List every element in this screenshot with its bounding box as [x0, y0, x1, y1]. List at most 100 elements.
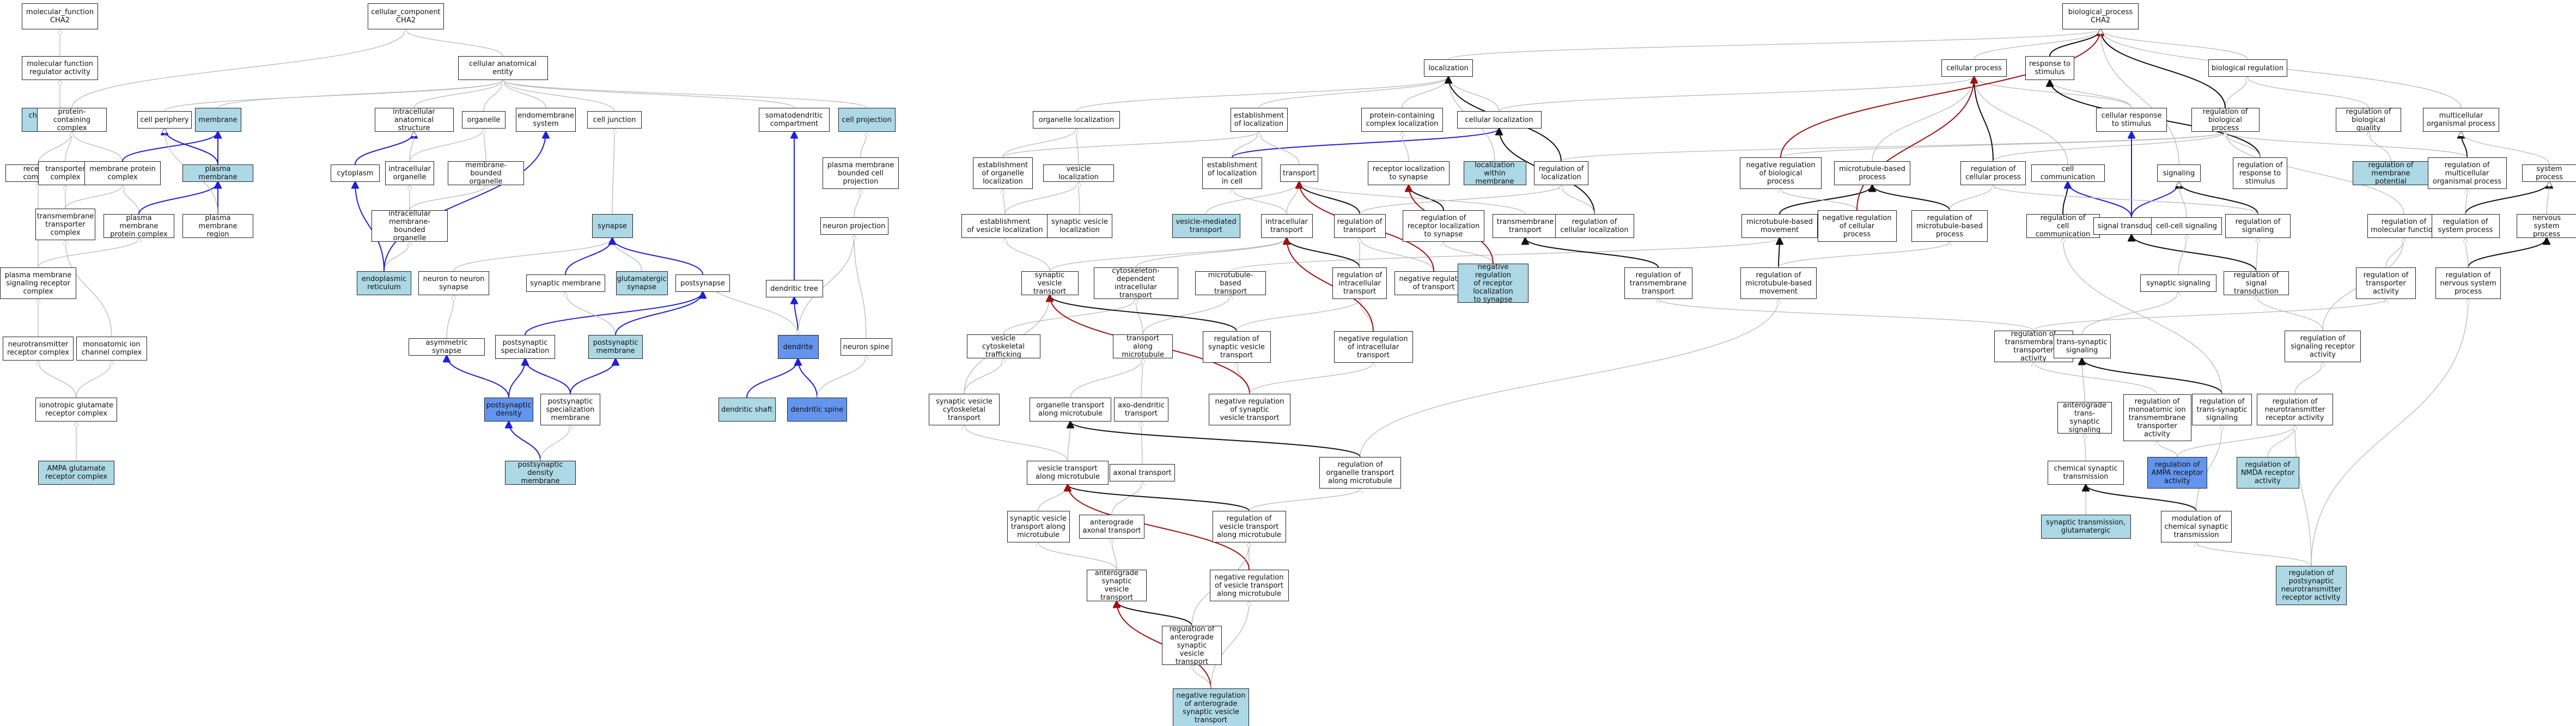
go-term-node[interactable]: cytoskeleton-dependent intracellular tra…: [1093, 267, 1178, 300]
go-term-node[interactable]: regulation of monoatomic ion transmembra…: [2123, 394, 2191, 441]
go-term-node[interactable]: regulation of postsynaptic neurotransmit…: [2276, 566, 2347, 605]
go-term-node[interactable]: anterograde axonal transport: [1079, 515, 1144, 539]
go-term-node[interactable]: endoplasmic reticulum: [357, 271, 411, 295]
go-term-node[interactable]: biological_process CHA2: [2062, 3, 2139, 29]
go-term-node[interactable]: organelle transport along microtubule: [1030, 398, 1111, 422]
go-term-node[interactable]: transport: [1280, 164, 1318, 182]
go-term-node[interactable]: synaptic vesicle transport: [1021, 271, 1079, 296]
go-term-node[interactable]: regulation of neurotransmitter receptor …: [2257, 394, 2333, 425]
go-term-node[interactable]: dendritic shaft: [718, 398, 776, 422]
go-term-node[interactable]: synaptic vesicle transport along microtu…: [1007, 511, 1070, 542]
go-term-node[interactable]: cell junction: [587, 111, 642, 129]
go-term-node[interactable]: cell communication: [2031, 164, 2105, 182]
go-term-node[interactable]: cytoplasm: [331, 164, 380, 182]
go-term-node[interactable]: receptor localization to synapse: [1368, 161, 1450, 185]
go-term-node[interactable]: membrane: [194, 108, 241, 132]
go-term-node[interactable]: plasma membrane region: [182, 214, 253, 239]
go-term-node[interactable]: postsynaptic specialization membrane: [540, 394, 600, 425]
go-term-node[interactable]: microtubule-based process: [1834, 161, 1910, 185]
go-term-node[interactable]: organelle localization: [1033, 111, 1120, 129]
go-term-node[interactable]: plasma membrane protein complex: [103, 214, 174, 239]
go-term-node[interactable]: synaptic vesicle localization: [1047, 214, 1112, 238]
go-term-node[interactable]: regulation of NMDA receptor activity: [2236, 457, 2299, 489]
go-term-node[interactable]: regulation of transmembrane transport: [1624, 267, 1692, 299]
go-term-node[interactable]: membrane protein complex: [84, 161, 161, 185]
go-term-node[interactable]: regulation of AMPA receptor activity: [2147, 457, 2207, 489]
go-term-node[interactable]: regulation of anterograde synaptic vesic…: [1162, 625, 1222, 666]
go-term-node[interactable]: regulation of microtubule-based movement: [1740, 267, 1817, 299]
go-term-node[interactable]: regulation of cellular process: [1960, 161, 2026, 185]
go-term-node[interactable]: dendritic tree: [765, 280, 823, 297]
go-term-node[interactable]: molecular_function CHA2: [22, 3, 98, 29]
go-term-node[interactable]: modulation of chemical synaptic transmis…: [2161, 511, 2232, 542]
go-term-node[interactable]: neuron to neuron synapse: [418, 271, 489, 295]
go-term-node[interactable]: regulation of system process: [2431, 214, 2500, 238]
go-term-node[interactable]: ionotropic glutamate receptor complex: [35, 398, 117, 422]
go-term-node[interactable]: cell-cell signaling: [2151, 217, 2222, 235]
go-term-node[interactable]: somatodendritic compartment: [759, 108, 830, 132]
go-term-node[interactable]: dendrite: [777, 335, 819, 359]
go-term-node[interactable]: cellular localization: [1457, 111, 1542, 129]
go-term-node[interactable]: postsynaptic specialization: [495, 335, 555, 359]
go-term-node[interactable]: regulation of multicellular organismal p…: [2427, 157, 2507, 189]
go-term-node[interactable]: vesicle cytoskeletal trafficking: [966, 334, 1040, 359]
go-term-node[interactable]: regulation of vesicle transport along mi…: [1212, 511, 1286, 542]
go-term-node[interactable]: establishment of vesicle localization: [961, 214, 1049, 238]
go-term-node[interactable]: postsynaptic density: [484, 398, 533, 422]
go-term-node[interactable]: membrane-bounded organelle: [448, 161, 524, 186]
go-term-node[interactable]: regulation of cellular localization: [1555, 214, 1634, 238]
go-term-node[interactable]: neurotransmitter receptor complex: [3, 337, 74, 361]
go-term-node[interactable]: negative regulation of receptor localiza…: [1458, 263, 1528, 304]
go-term-node[interactable]: cellular_component CHA2: [368, 3, 444, 29]
go-term-node[interactable]: organelle: [462, 111, 506, 129]
go-term-node[interactable]: regulation of localization: [1534, 161, 1588, 185]
go-term-node[interactable]: plasma membrane: [182, 164, 253, 182]
go-term-node[interactable]: regulation of organelle transport along …: [1319, 457, 1401, 489]
go-term-node[interactable]: regulation of transport: [1333, 214, 1386, 238]
go-term-node[interactable]: intracellular membrane-bounded organelle: [372, 210, 448, 242]
go-term-node[interactable]: chemical synaptic transmission: [2048, 461, 2124, 485]
go-term-node[interactable]: regulation of signal transduction: [2224, 271, 2289, 296]
go-term-node[interactable]: endomembrane system: [516, 108, 576, 132]
go-term-node[interactable]: biological regulation: [2208, 59, 2287, 77]
go-term-node[interactable]: regulation of signaling receptor activit…: [2285, 331, 2361, 362]
go-term-node[interactable]: cell projection: [838, 108, 896, 132]
go-term-node[interactable]: negative regulation of biological proces…: [1740, 157, 1822, 189]
go-term-node[interactable]: postsynapse: [675, 274, 730, 292]
go-term-node[interactable]: regulation of synaptic vesicle transport: [1202, 331, 1271, 363]
go-term-node[interactable]: molecular function regulator activity: [22, 56, 98, 80]
go-term-node[interactable]: intracellular anatomical structure: [374, 108, 454, 132]
go-term-node[interactable]: negative regulation of anterograde synap…: [1173, 688, 1249, 726]
go-term-node[interactable]: localization: [1424, 59, 1473, 77]
go-term-node[interactable]: cellular response to stimulus: [2096, 108, 2167, 132]
go-term-node[interactable]: regulation of biological process: [2191, 108, 2260, 132]
go-term-node[interactable]: regulation of receptor localization to s…: [1403, 210, 1484, 242]
go-term-node[interactable]: regulation of membrane potential: [2353, 161, 2429, 186]
go-term-node[interactable]: regulation of biological quality: [2336, 108, 2401, 132]
go-term-node[interactable]: neuron spine: [840, 338, 892, 356]
go-term-node[interactable]: dendritic spine: [787, 398, 847, 422]
go-term-node[interactable]: negative regulation of synaptic vesicle …: [1209, 394, 1290, 425]
go-term-node[interactable]: axonal transport: [1110, 464, 1175, 481]
go-term-node[interactable]: synaptic transmission, glutamatergic: [2041, 515, 2131, 539]
go-term-node[interactable]: regulation of intracellular transport: [1332, 267, 1387, 299]
go-term-node[interactable]: anterograde trans-synaptic signaling: [2057, 401, 2112, 434]
go-term-node[interactable]: plasma membrane bounded cell projection: [823, 157, 899, 189]
go-term-node[interactable]: postsynaptic membrane: [588, 335, 643, 359]
go-term-node[interactable]: trans-synaptic signaling: [2053, 334, 2111, 358]
go-term-node[interactable]: establishment of localization: [1230, 108, 1288, 132]
go-term-node[interactable]: synaptic membrane: [526, 274, 605, 292]
go-term-node[interactable]: vesicle-mediated transport: [1172, 214, 1240, 238]
go-term-node[interactable]: cellular anatomical entity: [458, 56, 548, 80]
go-term-node[interactable]: nervous system process: [2517, 214, 2576, 239]
go-term-node[interactable]: regulation of signaling: [2225, 214, 2291, 238]
go-term-node[interactable]: protein-containing complex localization: [1361, 108, 1443, 132]
go-term-node[interactable]: signaling: [2157, 164, 2201, 182]
go-term-node[interactable]: negative regulation of intracellular tra…: [1333, 331, 1413, 363]
go-term-node[interactable]: glutamatergic synapse: [616, 271, 668, 295]
go-term-node[interactable]: cellular process: [1941, 59, 2007, 77]
go-term-node[interactable]: protein-containing complex: [37, 108, 107, 132]
go-term-node[interactable]: microtubule-based movement: [1741, 214, 1818, 238]
go-term-node[interactable]: establishment of localization in cell: [1202, 157, 1262, 189]
go-term-node[interactable]: regulation of response to stimulus: [2233, 157, 2287, 189]
